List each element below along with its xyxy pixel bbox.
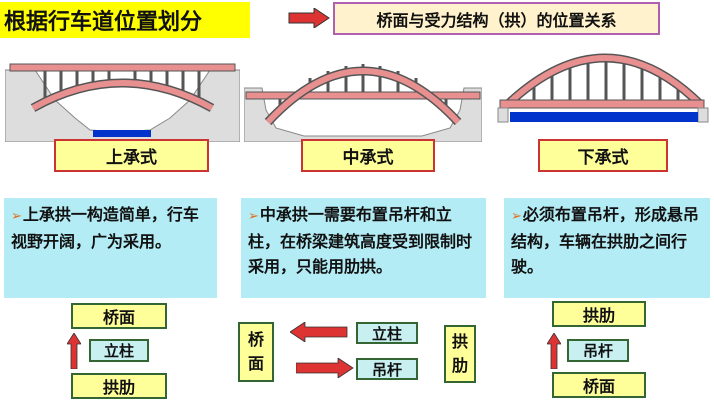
flow-center-deck-char-1: 桥 bbox=[247, 330, 264, 349]
description-half-through: ➢中承拱一需要布置吊杆和立柱，在桥梁建筑高度受到限制时采用，只能用肋拱。 bbox=[241, 198, 486, 298]
half-through-arch-bridge-illustration bbox=[244, 64, 482, 142]
flow-center-deck-box: 桥 面 bbox=[238, 322, 274, 382]
flow-center-deck-char-2: 面 bbox=[247, 354, 264, 373]
bullet-arrow-icon: ➢ bbox=[511, 209, 522, 224]
description-deck-text: 上承拱一构造简单，行车视野开阔，广为采用。 bbox=[11, 205, 199, 251]
type-label-half-through: 中承式 bbox=[301, 139, 435, 172]
flow-center-rib-char-1: 拱 bbox=[451, 332, 468, 351]
flow-center-column-box: 立柱 bbox=[356, 322, 418, 344]
flow-right-bottom-box: 桥面 bbox=[552, 372, 646, 398]
right-arrow-icon bbox=[296, 358, 354, 378]
description-through: ➢必须布置吊杆，形成悬吊结构，车辆在拱肋之间行驶。 bbox=[504, 198, 710, 298]
flow-right-middle-box: 吊杆 bbox=[567, 339, 629, 362]
deck-arch-bridge-illustration bbox=[5, 63, 240, 142]
up-arrow-icon bbox=[547, 333, 561, 369]
flow-left-bottom-box: 拱肋 bbox=[71, 373, 167, 399]
flow-center-rib-box: 拱 肋 bbox=[444, 325, 476, 383]
right-arrow-icon bbox=[288, 8, 330, 28]
bullet-arrow-icon: ➢ bbox=[248, 209, 259, 224]
through-arch-bridge-illustration bbox=[497, 53, 709, 123]
left-arrow-icon bbox=[290, 322, 348, 342]
description-through-text: 必须布置吊杆，形成悬吊结构，车辆在拱肋之间行驶。 bbox=[511, 205, 699, 276]
relation-heading: 桥面与受力结构（拱）的位置关系 bbox=[333, 2, 660, 35]
flow-right-top-box: 拱肋 bbox=[552, 301, 646, 327]
type-label-through: 下承式 bbox=[538, 139, 668, 172]
description-half-through-text: 中承拱一需要布置吊杆和立柱，在桥梁建筑高度受到限制时采用，只能用肋拱。 bbox=[248, 205, 473, 276]
bullet-arrow-icon: ➢ bbox=[11, 209, 22, 224]
flow-center-hanger-box: 吊杆 bbox=[356, 358, 418, 380]
flow-center-rib-char-2: 肋 bbox=[451, 356, 468, 375]
type-label-deck: 上承式 bbox=[54, 139, 209, 172]
page-title: 根据行车道位置划分 bbox=[0, 2, 250, 38]
description-deck: ➢上承拱一构造简单，行车视野开阔，广为采用。 bbox=[4, 198, 217, 298]
flow-left-middle-box: 立柱 bbox=[89, 339, 149, 362]
up-arrow-icon bbox=[67, 333, 81, 369]
flow-left-top-box: 桥面 bbox=[71, 303, 167, 329]
